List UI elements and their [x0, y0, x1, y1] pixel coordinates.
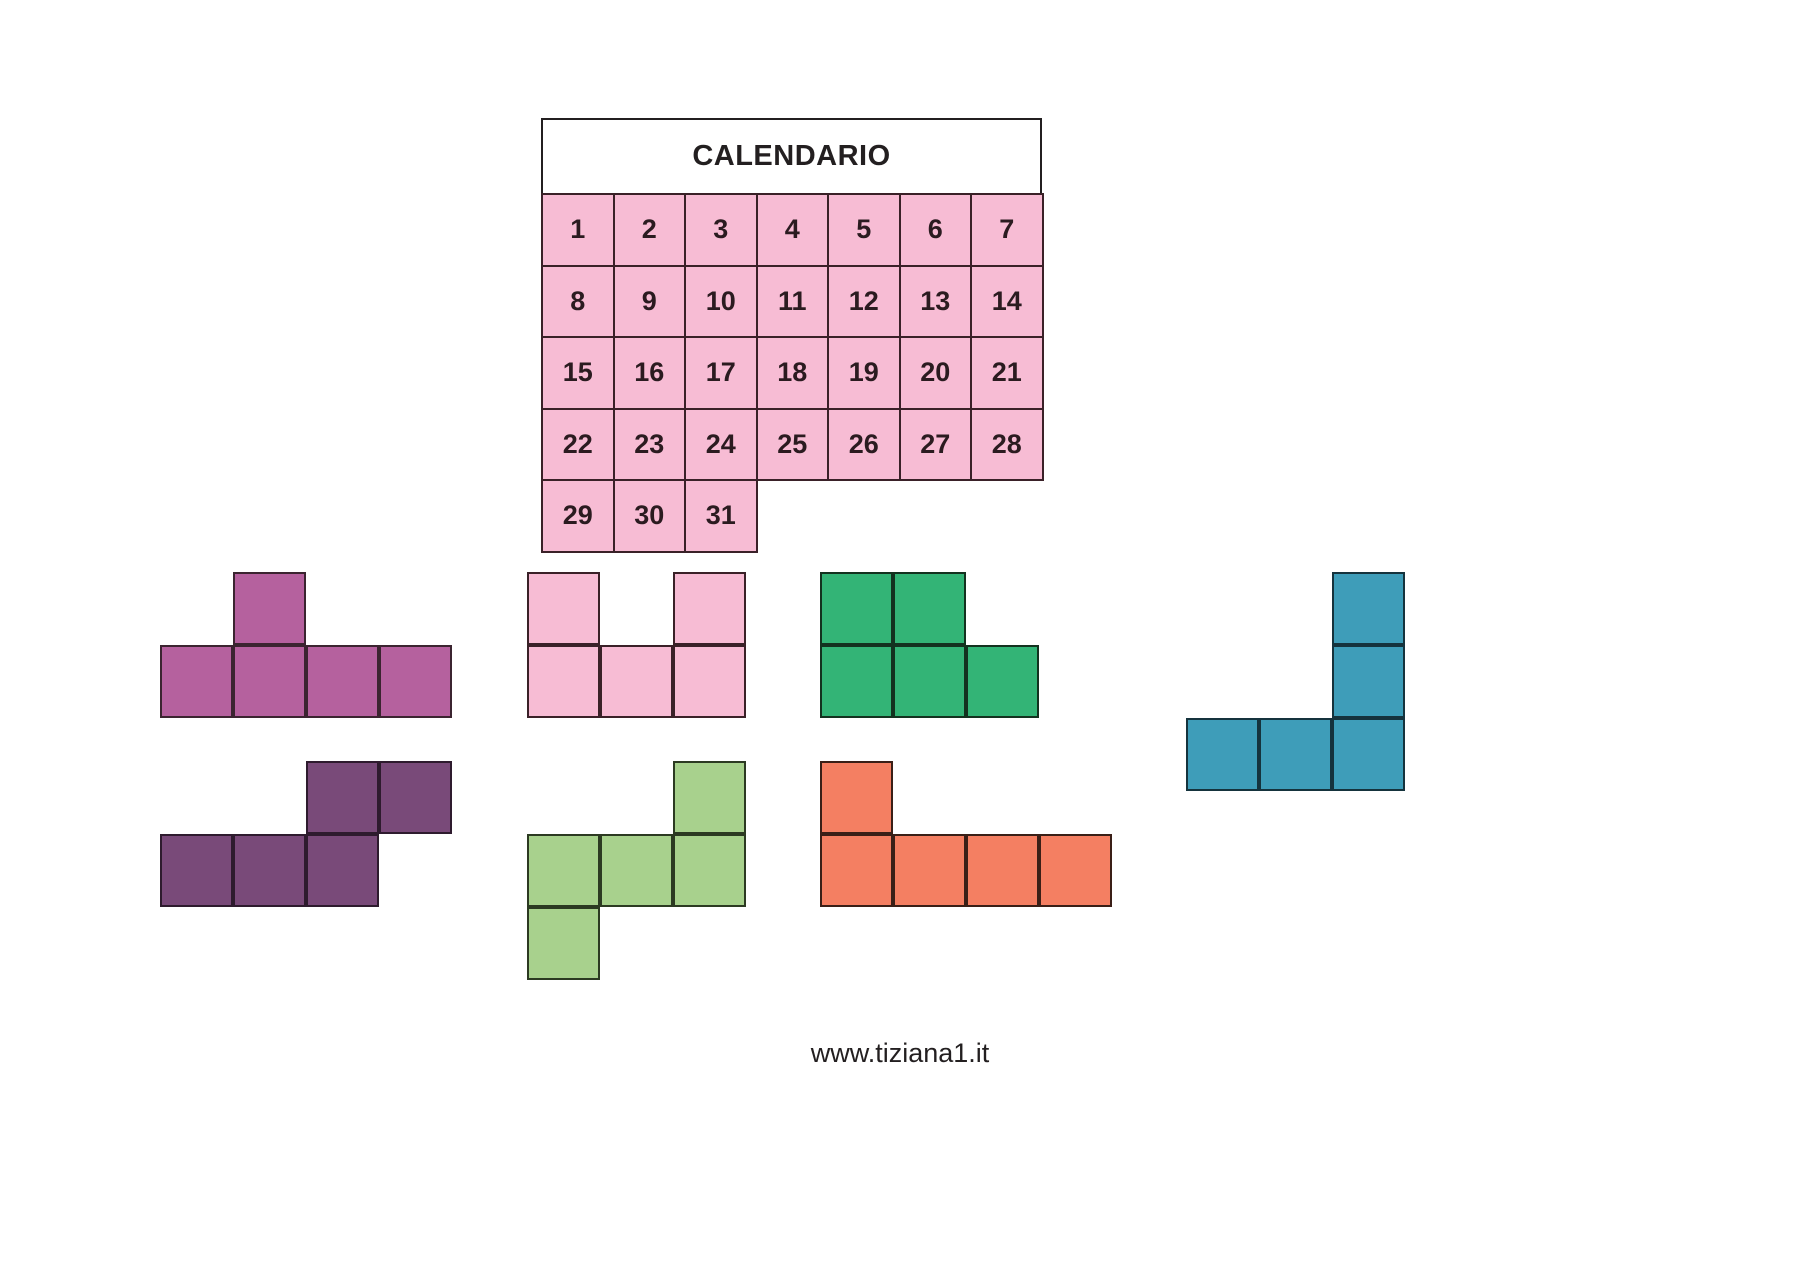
calendar-title: CALENDARIO — [692, 140, 891, 172]
piece-cell — [233, 645, 306, 718]
piece-cell — [820, 761, 893, 834]
piece-cell — [1039, 834, 1112, 907]
piece-grid — [820, 761, 1112, 907]
calendar-day-cell[interactable]: 2 — [612, 193, 686, 267]
piece-cell — [1332, 645, 1405, 718]
piece-cell — [893, 645, 966, 718]
plum-s-pentomino[interactable] — [160, 761, 452, 907]
calendar-cell-empty — [970, 479, 1044, 553]
calendar-day-cell[interactable]: 9 — [612, 264, 686, 338]
piece-cell — [673, 645, 746, 718]
piece-cell — [527, 834, 600, 907]
pink-u-pentomino[interactable] — [527, 572, 746, 718]
calendar-day-cell[interactable]: 26 — [827, 407, 901, 481]
piece-cell — [820, 645, 893, 718]
calendar-day-cell[interactable]: 14 — [970, 264, 1044, 338]
calendar-day-cell[interactable]: 29 — [541, 479, 615, 553]
piece-cell — [600, 834, 673, 907]
piece-cell — [820, 834, 893, 907]
calendar-day-cell[interactable]: 4 — [755, 193, 829, 267]
piece-cell — [966, 834, 1039, 907]
calendar-day-cell[interactable]: 3 — [684, 193, 758, 267]
calendar-day-cell[interactable]: 19 — [827, 336, 901, 410]
calendar-day-cell[interactable]: 21 — [970, 336, 1044, 410]
calendar-header: CALENDARIO — [541, 118, 1042, 195]
site-credit: www.tiziana1.it — [810, 1038, 990, 1068]
piece-cell — [893, 572, 966, 645]
piece-cell — [379, 645, 452, 718]
piece-grid — [820, 572, 1039, 718]
calendar-day-cell[interactable]: 30 — [612, 479, 686, 553]
piece-cell — [306, 645, 379, 718]
piece-cell — [527, 572, 600, 645]
piece-cell — [820, 572, 893, 645]
calendar-day-cell[interactable]: 10 — [684, 264, 758, 338]
magenta-t-pentomino[interactable] — [160, 572, 452, 718]
piece-grid — [527, 761, 746, 980]
calendar-cell-empty — [899, 479, 973, 553]
piece-cell — [966, 645, 1039, 718]
piece-cell — [233, 834, 306, 907]
calendar-cell-empty — [756, 479, 830, 553]
piece-cell — [1186, 718, 1259, 791]
calendar-day-cell[interactable]: 5 — [827, 193, 901, 267]
calendar-day-cell[interactable]: 8 — [541, 264, 615, 338]
calendar-day-cell[interactable]: 20 — [898, 336, 972, 410]
calendar-day-cell[interactable]: 23 — [612, 407, 686, 481]
piece-cell — [673, 761, 746, 834]
calendar-day-cell[interactable]: 6 — [898, 193, 972, 267]
piece-cell — [160, 834, 233, 907]
piece-cell — [527, 645, 600, 718]
piece-cell — [893, 834, 966, 907]
calendar-day-cell[interactable]: 16 — [612, 336, 686, 410]
calendar-day-cell[interactable]: 27 — [898, 407, 972, 481]
piece-cell — [1332, 718, 1405, 791]
calendar-day-cell[interactable]: 15 — [541, 336, 615, 410]
calendar-day-cell[interactable]: 25 — [755, 407, 829, 481]
piece-cell — [527, 907, 600, 980]
piece-grid — [160, 761, 452, 907]
piece-cell — [379, 761, 452, 834]
calendar-day-cell[interactable]: 24 — [684, 407, 758, 481]
green-p-pentomino[interactable] — [820, 572, 1039, 718]
piece-cell — [306, 761, 379, 834]
calendar-day-cell[interactable]: 28 — [970, 407, 1044, 481]
piece-cell — [600, 645, 673, 718]
light-green-z-pentomino[interactable] — [527, 761, 746, 980]
calendar-day-cell[interactable]: 7 — [970, 193, 1044, 267]
piece-grid — [160, 572, 452, 718]
piece-cell — [1332, 572, 1405, 645]
piece-grid — [1186, 572, 1405, 791]
calendar-day-cell[interactable]: 22 — [541, 407, 615, 481]
calendar-day-cell[interactable]: 31 — [684, 479, 758, 553]
orange-l-pentomino[interactable] — [820, 761, 1112, 907]
piece-cell — [1259, 718, 1332, 791]
calendar-day-cell[interactable]: 12 — [827, 264, 901, 338]
piece-cell — [233, 572, 306, 645]
calendar-day-cell[interactable]: 1 — [541, 193, 615, 267]
piece-cell — [673, 572, 746, 645]
calendar-day-cell[interactable]: 11 — [755, 264, 829, 338]
piece-cell — [306, 834, 379, 907]
piece-cell — [160, 645, 233, 718]
calendar-cell-empty — [827, 479, 901, 553]
calendar-day-cell[interactable]: 18 — [755, 336, 829, 410]
piece-cell — [673, 834, 746, 907]
calendar-day-cell[interactable]: 13 — [898, 264, 972, 338]
piece-grid — [527, 572, 746, 718]
calendar-day-cell[interactable]: 17 — [684, 336, 758, 410]
blue-v-pentomino[interactable] — [1186, 572, 1405, 791]
